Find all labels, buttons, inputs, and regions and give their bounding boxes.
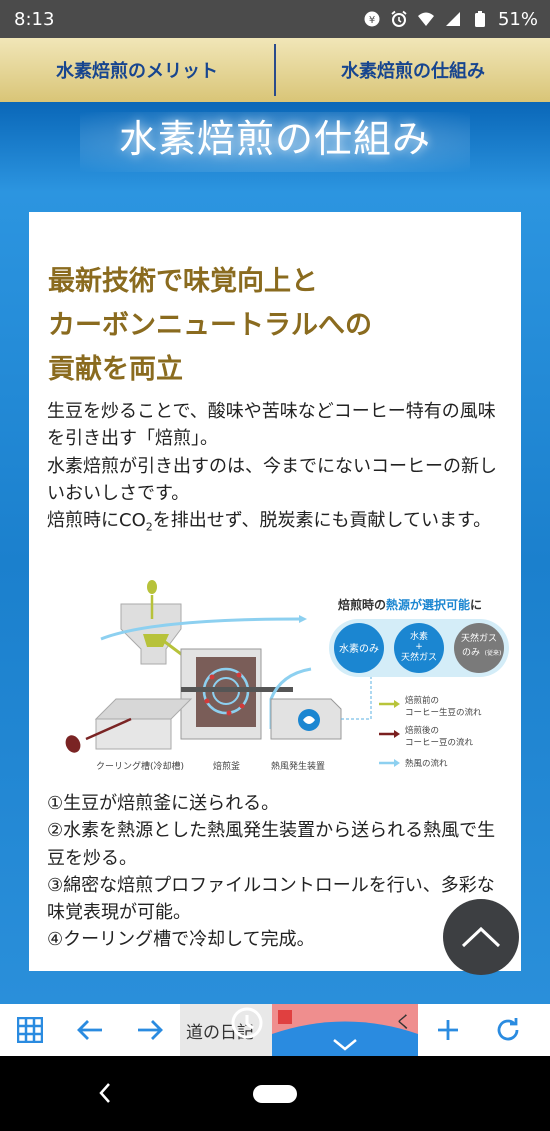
svg-text:+: +	[415, 642, 423, 652]
option-hydrogen-only: 水素のみ	[334, 623, 384, 673]
svg-text:天然ガス: 天然ガス	[461, 632, 497, 644]
nav-back-icon[interactable]	[98, 1082, 112, 1108]
new-tab-button[interactable]	[418, 1004, 478, 1056]
co2-text-after: を排出せず、脱炭素にも貢献しています。	[152, 510, 492, 532]
history-icon	[231, 1007, 263, 1039]
status-time: 8:13	[14, 8, 55, 30]
chevron-up-icon	[461, 926, 501, 948]
step-item: ②水素を熱源とした熱風発生装置から送られる熱風で生豆を炒る。	[47, 820, 496, 869]
roaster-drum	[180, 648, 293, 740]
battery-percent: 51%	[497, 8, 538, 30]
svg-text:焙煎後の: 焙煎後の	[405, 725, 439, 736]
svg-text:¥: ¥	[369, 15, 375, 26]
arrow-right-icon	[138, 1020, 163, 1040]
option-hydrogen-natural-gas: 水素 + 天然ガス	[394, 623, 444, 673]
roasting-diagram: クーリング槽(冷却槽) 焙煎釜 熱風発生装置 焙煎時の熱源が選択可能に 水素のみ…	[65, 580, 509, 772]
tab-divider	[274, 44, 276, 96]
browser-toolbar: 道の日記 く	[0, 1004, 550, 1056]
plus-icon	[438, 1020, 458, 1040]
cooling-tray	[94, 698, 193, 750]
roasted-bean-icon	[65, 717, 132, 753]
option-natural-gas-only: 天然ガス のみ (従来)	[454, 623, 504, 673]
connector-line	[341, 659, 372, 720]
tab-thumbnail[interactable]: 道の日記	[180, 1004, 272, 1056]
battery-icon	[471, 10, 489, 28]
tab-overlay	[272, 1004, 418, 1056]
legend-raw-beans: 焙煎前の コーヒー生豆の流れ	[379, 695, 482, 718]
svg-text:水素のみ: 水素のみ	[339, 642, 379, 655]
tab-thumbnail-text: 道の日記	[186, 1022, 254, 1043]
alarm-icon	[390, 10, 408, 28]
legend-roasted-beans: 焙煎後の コーヒー豆の流れ	[379, 725, 474, 748]
svg-text:(従来): (従来)	[485, 649, 502, 657]
system-nav-bar	[0, 1056, 550, 1131]
wifi-icon	[417, 10, 435, 28]
body-paragraph: 焙煎時にCO2を排出せず、脱炭素にも貢献しています。	[47, 507, 509, 541]
step-item: ①生豆が焙煎釜に送られる。	[47, 793, 280, 814]
tab-merit[interactable]: 水素焙煎のメリット	[56, 61, 218, 82]
svg-text:焙煎前の: 焙煎前の	[405, 695, 439, 706]
co2-text-before: 焙煎時にCO	[47, 510, 146, 532]
section-tabs: 水素焙煎のメリット 水素焙煎の仕組み	[0, 38, 550, 102]
nav-home-pill[interactable]	[253, 1084, 297, 1103]
label-roaster: 焙煎釜	[213, 760, 240, 772]
svg-text:のみ: のみ	[462, 647, 480, 658]
main-content: 水素焙煎の仕組み 最新技術で味覚向上と カーボンニュートラルへの 貢献を両立 生…	[0, 102, 550, 1004]
tab-thumbnail[interactable]: く	[272, 1004, 418, 1056]
svg-text:天然ガス: 天然ガス	[401, 651, 437, 663]
status-bar: 8:13 ¥ 51%	[0, 0, 550, 38]
body-paragraph: 生豆を炒ることで、酸味や苦味などコーヒー特有の風味を引き出す「焙煎」。	[47, 401, 496, 450]
back-button[interactable]	[60, 1004, 120, 1056]
svg-text:コーヒー生豆の流れ: コーヒー生豆の流れ	[405, 707, 482, 718]
svg-text:水素: 水素	[410, 630, 428, 642]
body-paragraph: 水素焙煎が引き出すのは、今までにないコーヒーの新しいおいしさです。	[47, 455, 497, 504]
co2-subscript: 2	[145, 520, 153, 534]
signal-icon	[444, 10, 462, 28]
hopper	[120, 603, 182, 665]
forward-button[interactable]	[120, 1004, 180, 1056]
hero-glow	[80, 112, 470, 172]
scroll-to-top-button[interactable]	[443, 899, 519, 975]
grid-icon	[17, 1017, 43, 1043]
reload-button[interactable]	[478, 1004, 538, 1056]
tab-mechanism[interactable]: 水素焙煎の仕組み	[341, 61, 485, 82]
hero-title: 水素焙煎の仕組み	[118, 117, 431, 161]
label-cooling: クーリング槽(冷却槽)	[96, 760, 184, 772]
legend-hot-air: 熱風の流れ	[379, 758, 448, 769]
hot-air-generator	[270, 698, 342, 740]
heat-source-title: 焙煎時の熱源が選択可能に	[338, 597, 482, 612]
step-item: ③綿密な焙煎プロファイルコントロールを行い、多彩な味覚表現が可能。	[47, 874, 495, 924]
svg-text:熱風の流れ: 熱風の流れ	[405, 758, 448, 769]
tab-thumbnail-text: く	[395, 1013, 412, 1033]
grid-menu-button[interactable]	[0, 1004, 60, 1056]
reload-icon	[497, 1018, 519, 1041]
content-card: 最新技術で味覚向上と カーボンニュートラルへの 貢献を両立 生豆を炒ることで、酸…	[29, 212, 521, 971]
card-body: 生豆を炒ることで、酸味や苦味などコーヒー特有の風味を引き出す「焙煎」。 水素焙煎…	[47, 398, 509, 541]
svg-text:コーヒー豆の流れ: コーヒー豆の流れ	[405, 737, 474, 748]
label-hot-air: 熱風発生装置	[271, 760, 325, 772]
steps-list: ①生豆が焙煎釜に送られる。 ②水素を熱源とした熱風発生装置から送られる熱風で生豆…	[47, 790, 509, 954]
arrow-left-icon	[77, 1020, 102, 1040]
card-heading: 最新技術で味覚向上と カーボンニュートラルへの 貢献を両立	[48, 266, 372, 385]
green-bean-icon	[147, 580, 157, 619]
data-saver-icon: ¥	[363, 10, 381, 28]
step-item: ④クーリング槽で冷却して完成。	[47, 929, 315, 951]
hot-air-flow-line	[100, 617, 302, 641]
